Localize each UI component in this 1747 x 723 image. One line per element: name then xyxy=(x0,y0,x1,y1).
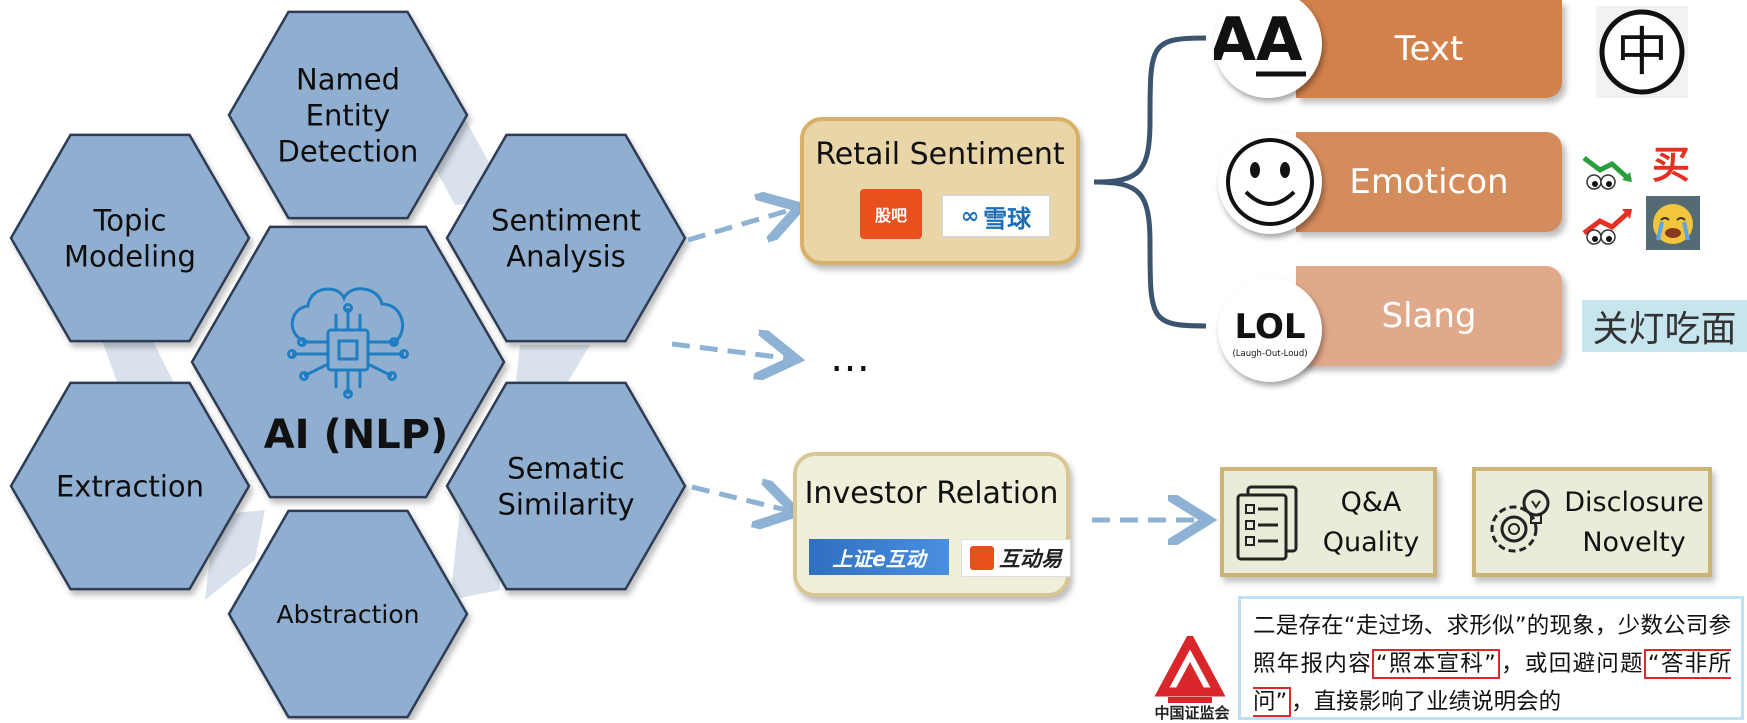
buy-emoticon-icon: 买 xyxy=(1651,142,1690,187)
xueqiu-logo-text: 雪球 xyxy=(983,204,1032,233)
hudongyi-square-icon xyxy=(970,546,994,570)
retail-sentiment-title: Retail Sentiment xyxy=(815,137,1065,172)
svg-text:(Laugh-Out-Loud): (Laugh-Out-Loud) xyxy=(1232,349,1307,359)
ellipsis: … xyxy=(830,335,872,381)
hex-label-named-entity-line-2: Detection xyxy=(278,134,419,168)
hex-label-sentiment-analysis-line-1: Analysis xyxy=(506,239,625,273)
smiley-face-icon xyxy=(1218,130,1322,234)
hex-abstraction xyxy=(227,509,469,719)
center-label: AI (NLP) xyxy=(264,412,449,458)
tag-emoticon: Emoticon xyxy=(1296,132,1562,232)
hex-label-sematic-similarity-line-1: Similarity xyxy=(497,487,634,521)
szse-e-interaction-logo: 上证e互动 xyxy=(809,539,949,575)
hex-topic-modeling xyxy=(9,133,251,343)
notice-text-2: ，或回避问题 xyxy=(1499,651,1644,677)
gear-lightbulb-icon xyxy=(1490,489,1550,553)
hudongyi-logo-text: 互动易 xyxy=(999,547,1062,571)
hex-label-named-entity-line-0: Named xyxy=(296,62,400,96)
qa-quality-label: Q&A Quality xyxy=(1322,487,1420,558)
hex-sentiment-analysis xyxy=(445,133,687,343)
hex-label-sematic-similarity-line-0: Sematic xyxy=(507,451,625,485)
notice-text-1: 二是存在“走过场、求形似”的现象，少数公司参照年报内容 xyxy=(1253,613,1731,677)
hex-named-entity xyxy=(227,10,469,220)
csrc-logo xyxy=(1154,636,1226,703)
svg-text:AA: AA xyxy=(1214,5,1303,75)
arrow-to-retail xyxy=(687,210,790,240)
xueqiu-logo: ∞ 雪球 xyxy=(942,195,1050,237)
qa-quality-box: Q&A Quality xyxy=(1220,467,1437,577)
hex-label-topic-modeling-line-0: Topic xyxy=(93,203,167,237)
disclosure-novelty-box: Disclosure Novelty xyxy=(1472,467,1712,577)
investor-relation-box: Investor Relation 上证e互动 互动易 xyxy=(793,452,1071,597)
arrow-to-ellipsis xyxy=(671,344,786,358)
notice-highlight-1: “照本宣科” xyxy=(1372,649,1500,679)
notice-text-3: ，直接影响了业绩说明会的 xyxy=(1291,689,1562,715)
text-aa-icon: AA xyxy=(1210,0,1322,98)
stock-down-eyes-icon xyxy=(1582,156,1632,190)
hex-label-abstraction-line-0: Abstraction xyxy=(276,600,419,629)
guba-logo: 股吧 xyxy=(860,189,922,239)
retail-sentiment-box: Retail Sentiment 股吧 ∞ 雪球 xyxy=(800,117,1080,265)
hex-label-topic-modeling-line-1: Modeling xyxy=(64,239,196,273)
investor-relation-title: Investor Relation xyxy=(804,476,1059,511)
hex-label-sentiment-analysis-line-0: Sentiment xyxy=(491,203,641,237)
csrc-org-name: 中国证监会 xyxy=(1154,704,1230,722)
flow-arrows xyxy=(671,210,1198,520)
stock-up-eyes-icon xyxy=(1582,209,1632,245)
center-hex xyxy=(190,225,506,499)
slang-example: 关灯吃面 xyxy=(1582,300,1747,352)
xueqiu-swirl-icon: ∞ xyxy=(960,203,980,229)
disclosure-novelty-label: Disclosure Novelty xyxy=(1564,487,1704,558)
arrow-to-investor xyxy=(691,487,786,510)
hex-sematic-similarity xyxy=(445,381,687,591)
notice-highlight-2: “答非所问” xyxy=(1253,649,1731,717)
hex-label-named-entity-line-1: Entity xyxy=(306,98,391,132)
ai-chip-icon xyxy=(287,287,409,399)
svg-text:LOL: LOL xyxy=(1234,307,1305,347)
chinese-char-zhong-icon: 中 xyxy=(1596,6,1688,98)
center-hex-shape xyxy=(190,225,506,499)
category-brace xyxy=(1093,35,1207,329)
checklist-document-icon xyxy=(1236,485,1298,561)
tag-slang: Slang xyxy=(1296,266,1562,366)
lol-icon: LOL (Laugh-Out-Loud) xyxy=(1218,278,1322,382)
hex-label-extraction-line-0: Extraction xyxy=(56,469,204,503)
hudongyi-logo: 互动易 xyxy=(961,539,1071,577)
crying-face-icon xyxy=(1646,196,1700,250)
csrc-notice-excerpt: 二是存在“走过场、求形似”的现象，少数公司参照年报内容“照本宣科”，或回避问题“… xyxy=(1238,596,1744,720)
hex-extraction xyxy=(9,381,251,591)
svg-text:中: 中 xyxy=(1616,23,1668,83)
tag-text: Text xyxy=(1296,0,1562,98)
